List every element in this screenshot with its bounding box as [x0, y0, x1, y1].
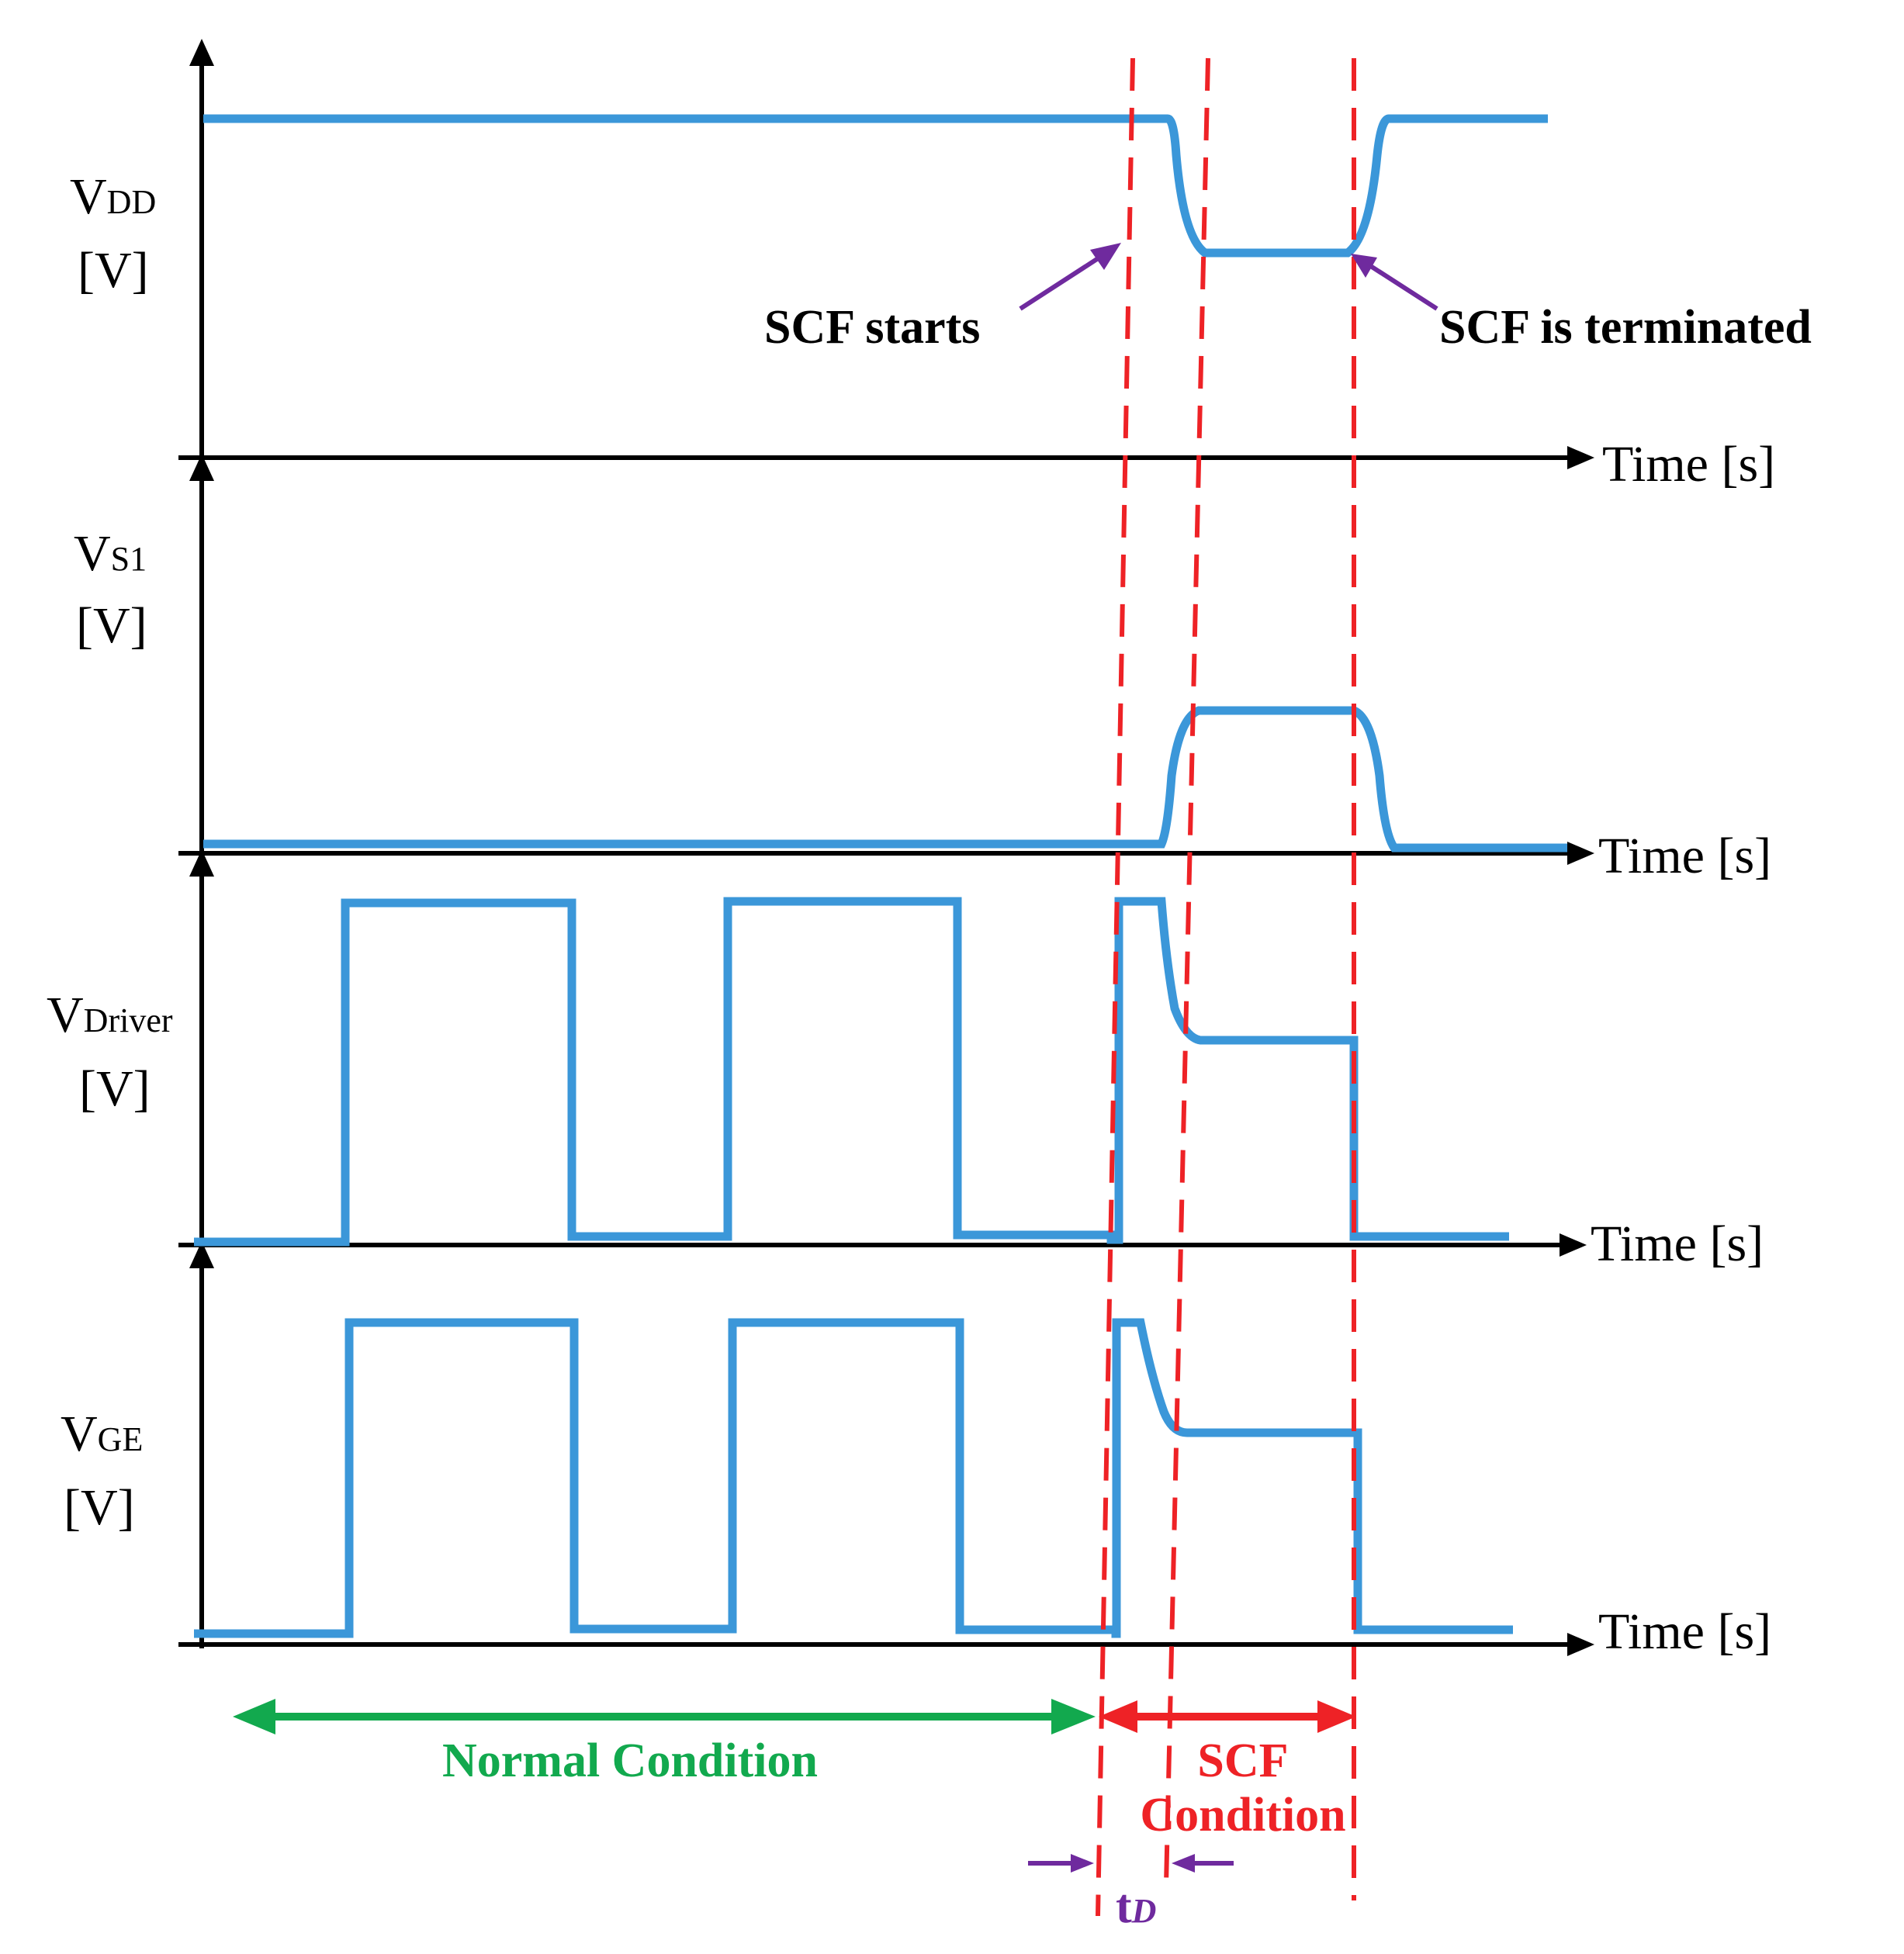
marker-response [1164, 57, 1210, 1886]
vs1-waveform [203, 706, 1567, 852]
ylabel-vdd-symbol: V [70, 168, 107, 225]
time-axes [178, 446, 1594, 1656]
time-label-vs1: Time [s] [1598, 828, 1771, 884]
ylabel-vs1: VS1 [74, 525, 147, 582]
pointer-arrows [1019, 243, 1438, 1873]
normal-condition-label: Normal Condition [442, 1734, 818, 1787]
ylabel-vge-unit: [V] [64, 1479, 135, 1536]
scf-starts-label: SCF starts [764, 301, 980, 354]
ylabel-vdd-subscript: DD [107, 183, 157, 221]
ylabel-vdd: VDD [70, 168, 156, 225]
scf-condition-label-line1: SCF [1197, 1734, 1288, 1787]
scf-starts-pointer [1019, 254, 1103, 311]
ylabel-vs1-unit: [V] [76, 597, 147, 654]
ylabel-vge-subscript: GE [98, 1420, 144, 1458]
delay-time-label: tD [1116, 1880, 1156, 1933]
time-label-vge: Time [s] [1598, 1603, 1771, 1660]
vdriver-waveform [194, 897, 1509, 1247]
vertical-axis [189, 39, 214, 1648]
ylabel-vdriver-unit: [V] [79, 1060, 151, 1117]
vdd-waveform [203, 114, 1548, 258]
ylabel-vs1-subscript: S1 [111, 540, 147, 578]
ylabel-vdd-unit: [V] [78, 242, 149, 299]
scf-condition-label-line2: Condition [1140, 1789, 1345, 1842]
vge-waveform [194, 1318, 1513, 1638]
time-label-vdriver: Time [s] [1591, 1216, 1764, 1272]
delay-time-symbol: t [1116, 1880, 1132, 1933]
condition-spans [233, 1699, 1356, 1734]
normal-condition-arrow [233, 1699, 1096, 1734]
event-markers [1096, 57, 1356, 1917]
marker-scf-start [1096, 57, 1135, 1917]
ylabel-vdriver-symbol: V [47, 987, 84, 1043]
delay-time-subscript: D [1131, 1892, 1157, 1930]
ylabel-vge: VGE [61, 1406, 143, 1462]
ylabel-vdriver-subscript: Driver [84, 1001, 173, 1039]
ylabel-vs1-symbol: V [74, 525, 111, 582]
ylabel-vdriver: VDriver [47, 987, 173, 1043]
scf-terminated-label: SCF is terminated [1439, 301, 1812, 354]
scf-terminated-pointer [1368, 263, 1438, 311]
ylabel-vge-symbol: V [61, 1406, 98, 1462]
time-label-vdd: Time [s] [1602, 436, 1775, 493]
scf-condition-arrow [1099, 1700, 1356, 1733]
